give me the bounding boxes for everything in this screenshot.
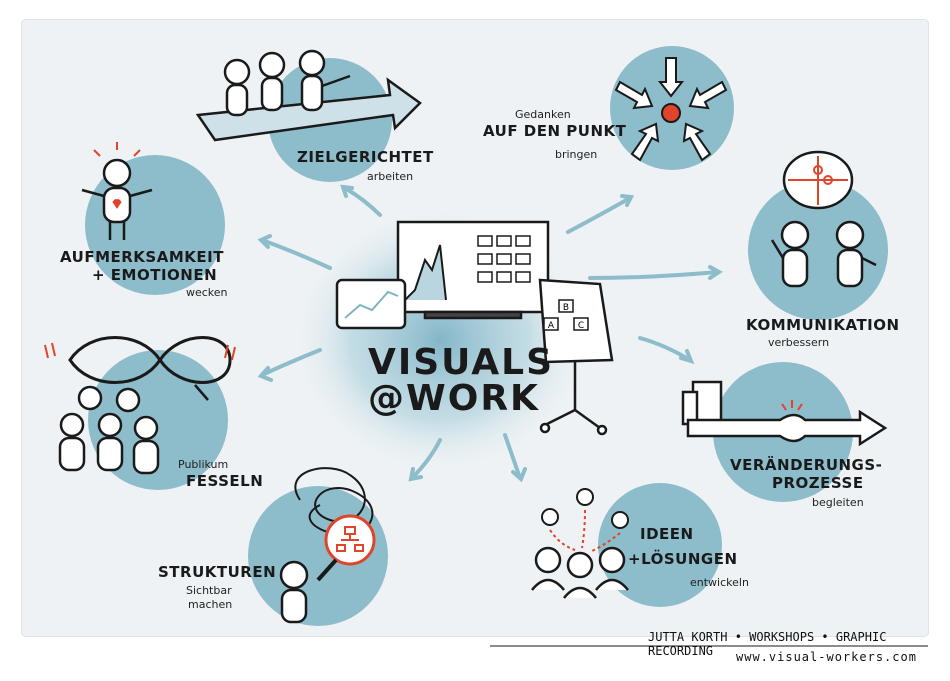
label-veraenderung-title-1: VERÄNDERUNGS- [730, 456, 883, 474]
arrow-to-punkt [566, 196, 632, 234]
puzzle-icon [788, 156, 848, 205]
whiteboard-icon [396, 220, 550, 320]
arrow-to-zielgerichtet [343, 186, 382, 217]
flipchart-label-c: C [578, 321, 584, 331]
arrow-to-aufmerksamkeit [260, 238, 332, 270]
label-kommunikation-sub: verbessern [768, 336, 830, 349]
connector-arrows [257, 184, 723, 483]
attention-rays-icon [93, 142, 141, 157]
flipchart-icon [538, 278, 614, 436]
change-spark-icon [781, 400, 803, 411]
kommunikation-illustration [770, 150, 877, 288]
flipchart-label-b: B [563, 303, 569, 313]
lightbulb-icons [541, 488, 629, 529]
label-zielgerichtet-sub: arbeiten [367, 170, 414, 183]
heart-icon [112, 199, 122, 209]
label-strukturen-sub-1: Sichtbar [186, 584, 232, 597]
label-ideen-title-1: IDEEN [640, 525, 694, 543]
arrow-to-fesseln [260, 348, 322, 377]
circle-ideen [598, 483, 722, 607]
label-veraenderung-title-2: PROZESSE [772, 474, 864, 492]
punkt-illustration [614, 57, 728, 162]
lasso-rope-icon [68, 336, 232, 384]
strukturen-illustration [279, 467, 376, 624]
label-punkt-pre: Gedanken [515, 108, 571, 121]
footer-website: www.visual-workers.com [736, 650, 917, 664]
label-punkt-sub: bringen [555, 148, 598, 161]
label-fesseln-pre: Publikum [178, 458, 229, 471]
footer-credits: JUTTA KORTH • WORKSHOPS • GRAPHIC RECORD… [648, 630, 887, 658]
label-strukturen-sub-2: machen [188, 598, 233, 611]
center-title-line1: VISUALS [368, 342, 555, 383]
fesseln-illustration [44, 336, 236, 475]
target-dot-icon [661, 103, 681, 123]
center-title: VISUALS @WORK [368, 342, 555, 419]
aufmerksamkeit-illustration [81, 142, 153, 240]
veraenderung-illustration [681, 380, 888, 447]
label-aufmerksamkeit-title-2: + EMOTIONEN [92, 266, 218, 284]
label-fesseln-title: FESSELN [186, 472, 264, 490]
tablet-icon [335, 278, 407, 330]
label-kommunikation-title: KOMMUNIKATION [746, 316, 900, 334]
ideen-illustration [531, 488, 629, 599]
arrow-to-ideen [503, 433, 522, 480]
center-title-line2: @WORK [368, 378, 540, 419]
arrow-to-strukturen [410, 438, 442, 480]
converging-arrows-icon [614, 57, 728, 162]
flipchart-label-a: A [548, 321, 555, 331]
org-chart-icon [336, 526, 364, 552]
label-ideen-sub: entwickeln [690, 576, 749, 589]
label-aufmerksamkeit-sub: wecken [186, 286, 228, 299]
label-punkt-title: AUF DEN PUNKT [483, 122, 627, 140]
label-veraenderung-sub: begleiten [812, 496, 864, 509]
motion-marks-icon [44, 342, 236, 361]
label-zielgerichtet-title: ZIELGERICHTET [297, 148, 434, 166]
arrow-to-kommunikation [588, 270, 720, 280]
label-strukturen-title: STRUKTUREN [158, 563, 277, 581]
zielgerichtet-illustration [195, 49, 422, 142]
label-ideen-title-2: +LÖSUNGEN [628, 550, 738, 568]
label-aufmerksamkeit-title-1: AUFMERKSAMKEIT [60, 248, 224, 266]
